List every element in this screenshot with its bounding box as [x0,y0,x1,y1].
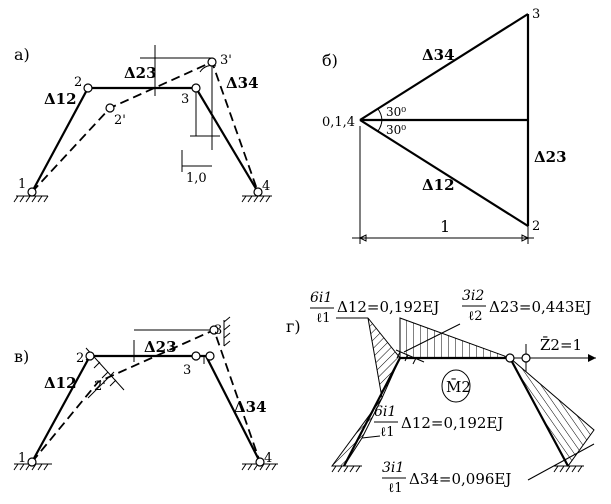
node-b-2: 2 [532,219,540,234]
delta-b-12: Δ12 [422,176,455,194]
svg-text:ℓ1: ℓ1 [380,425,395,440]
node-v-2: 2 [76,351,84,366]
svg-text:Δ23=0,443EJ: Δ23=0,443EJ [489,298,591,316]
angle-b-bottom: 30⁰ [386,123,406,137]
moment-beam [399,317,511,359]
node-v-4: 4 [264,451,272,466]
panel-b: б) 0,1,4 2 3 30⁰ 30⁰ Δ34 Δ23 Δ12 1 [322,7,567,244]
unit-load-label: Z̄2=1 [540,336,582,354]
frame-a-deformed [31,60,259,193]
panel-g-label: г) [286,317,301,336]
node-a-1: 1 [18,177,26,192]
svg-text:Δ34=0,096EJ: Δ34=0,096EJ [409,470,511,488]
angle-b-top: 30⁰ [386,105,406,119]
panel-g: г) Z̄2=1 M̄2 6i1 ℓ1 Δ12=0,192EJ [286,288,596,496]
delta-a-12: Δ12 [44,90,77,108]
moment-label: M̄2 [446,378,471,396]
svg-text:ℓ2: ℓ2 [468,309,483,324]
svg-text:6i1: 6i1 [310,290,332,306]
delta-a-34: Δ34 [226,74,259,92]
panel-v: в) 1 2 2' 3 3' 4 Δ23 Δ12 [13,316,278,471]
svg-text:6i1: 6i1 [374,404,396,420]
node-a-3p: 3' [220,53,232,68]
node-a-2: 2 [74,75,82,90]
node-v-1: 1 [18,451,26,466]
equation-1: 6i1 ℓ1 Δ12=0,192EJ [310,290,439,326]
svg-text:3i1: 3i1 [382,460,404,476]
panel-b-label: б) [322,51,338,70]
node-v-3: 3 [183,363,191,378]
node-v-3p: 3' [214,323,226,338]
delta-a-23: Δ23 [124,64,157,82]
unit-a: 1,0 [186,171,207,186]
equation-3: 6i1 ℓ1 Δ12=0,192EJ [374,404,503,440]
delta-b-23: Δ23 [534,148,567,166]
svg-text:ℓ1: ℓ1 [316,311,331,326]
base-b: 1 [440,217,450,236]
equation-2: 3i2 ℓ2 Δ23=0,443EJ [462,288,591,324]
panel-a-label: а) [14,45,30,64]
support-a-1 [13,195,49,203]
node-a-4: 4 [262,179,270,194]
clamp-v-3p [223,316,231,347]
node-b-3: 3 [532,7,540,22]
panel-a: а) 1 2 2' 3 [13,45,272,203]
delta-v-34: Δ34 [234,398,267,416]
node-a-3: 3 [181,92,189,107]
moment-left-top [367,317,401,400]
svg-text:Δ12=0,192EJ: Δ12=0,192EJ [337,298,439,316]
equation-4: 3i1 ℓ1 Δ34=0,096EJ [382,460,511,496]
moment-right [509,357,595,467]
panel-v-label: в) [14,347,29,366]
svg-text:3i2: 3i2 [462,288,484,304]
delta-v-23: Δ23 [144,338,177,356]
node-a-2p: 2' [114,113,126,128]
svg-text:ℓ1: ℓ1 [388,481,403,496]
svg-text:Δ12=0,192EJ: Δ12=0,192EJ [401,414,503,432]
support-a-4 [241,195,272,203]
delta-b-34: Δ34 [422,46,455,64]
delta-v-12: Δ12 [44,374,77,392]
node-b-014: 0,1,4 [322,115,355,130]
node-v-2p: 2' [94,379,106,394]
